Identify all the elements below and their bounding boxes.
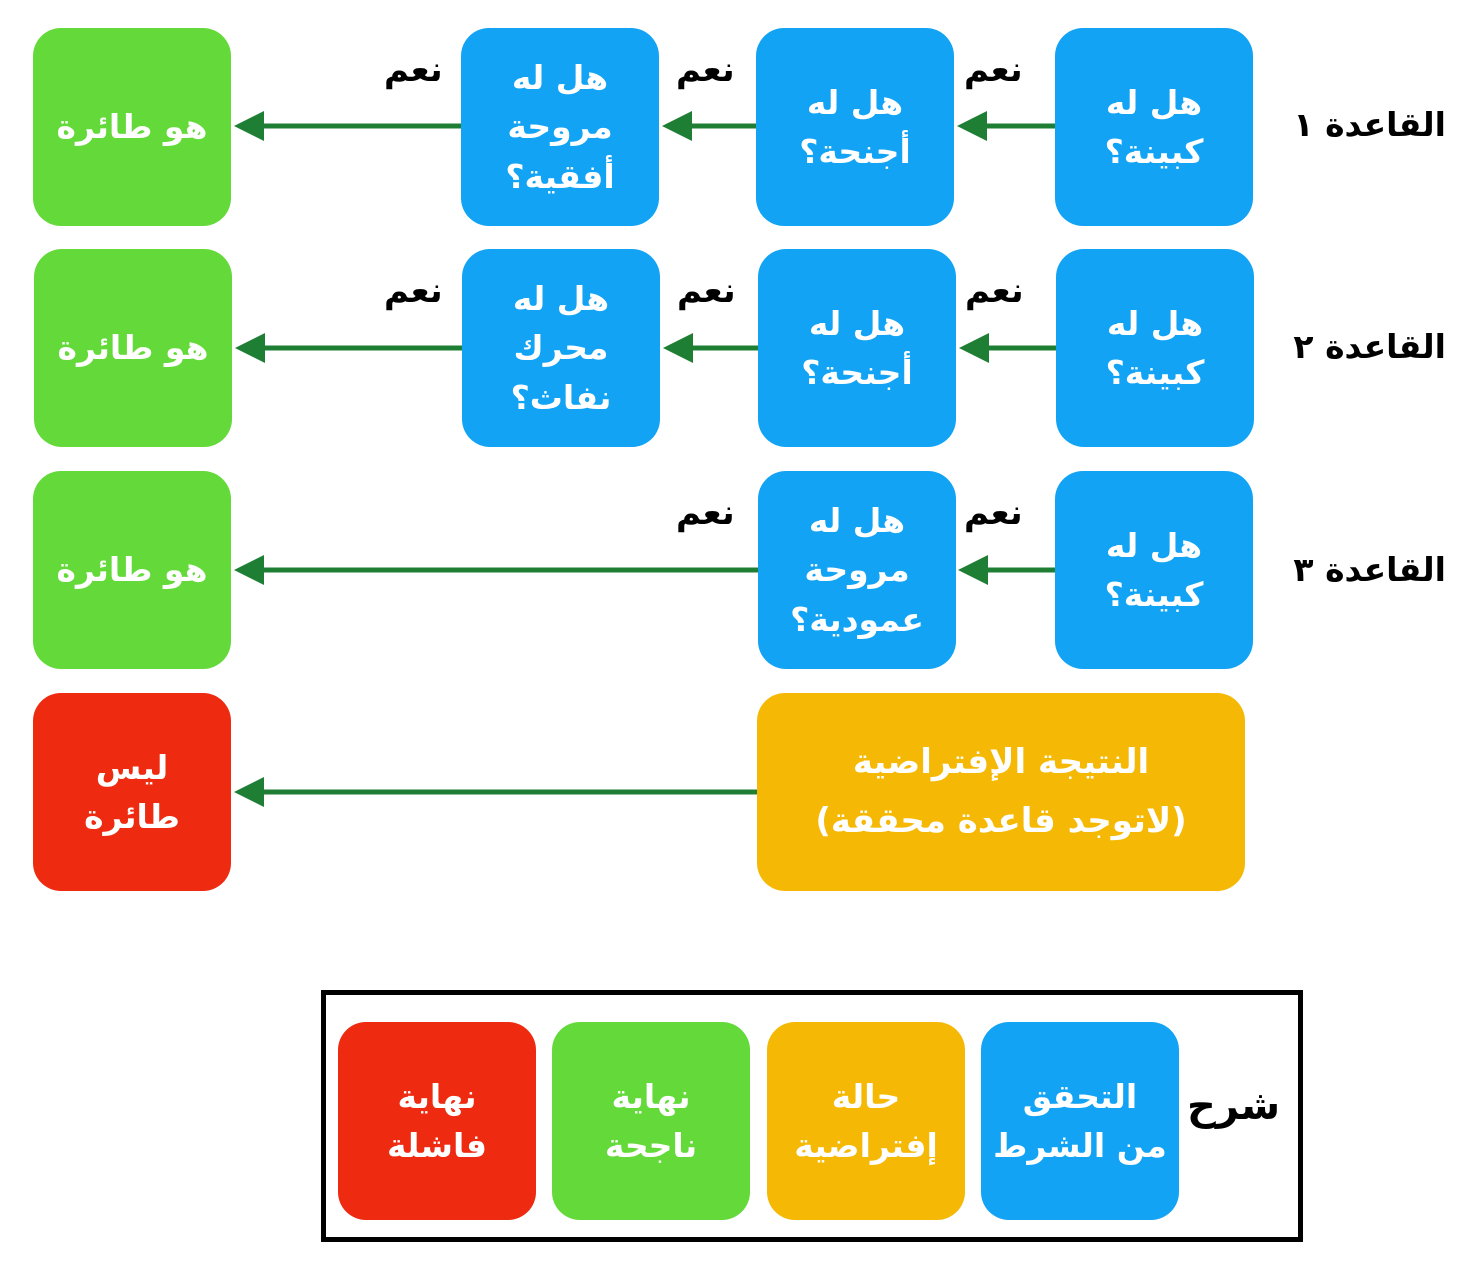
rule-2-yes-3: نعم (384, 271, 443, 311)
check-line: مروحة (507, 107, 613, 147)
arrow-head (663, 333, 693, 363)
arrow-head (235, 333, 265, 363)
rule-1-yes-3: نعم (384, 50, 443, 90)
result-line: طائرة (84, 797, 180, 836)
check-line: أجنحة؟ (801, 353, 913, 392)
check-line: هل له (1105, 525, 1203, 565)
legend-item-failure-end: نهاية فاشلة (338, 1022, 536, 1220)
legend-line: ناجحة (604, 1126, 698, 1165)
arrow-head (662, 111, 692, 141)
legend-line: نهاية (611, 1076, 691, 1116)
rule-2-check-cabin: هل له كبينة؟ (1056, 249, 1254, 447)
legend-line: من الشرط (993, 1126, 1167, 1165)
check-line: هل له (808, 500, 906, 540)
rule-3-check-cabin: هل له كبينة؟ (1055, 471, 1253, 669)
check-line: عمودية؟ (790, 599, 924, 639)
rule-1-result: هو طائرة (33, 28, 231, 226)
default-case-box: النتيجة الإفتراضية (لاتوجد قاعدة محققة) (757, 693, 1245, 891)
result-line: هو طائرة (56, 550, 208, 590)
rule-2-check-jet-engine: هل له محرك نفاث؟ (462, 249, 660, 447)
rule-1-check-wings: هل له أجنحة؟ (756, 28, 954, 226)
check-line: هل له (512, 278, 610, 318)
result-line: ليس (95, 747, 169, 787)
arrow-head (958, 555, 988, 585)
arrow-head (959, 333, 989, 363)
legend-line: إفتراضية (794, 1126, 938, 1165)
check-line: هل له (1106, 303, 1204, 343)
default-result-not-airplane: ليس طائرة (33, 693, 231, 891)
check-line: كبينة؟ (1105, 353, 1205, 392)
check-line: هل له (808, 303, 906, 343)
check-line: أفقية؟ (505, 156, 615, 196)
check-line: محرك (513, 328, 609, 368)
result-line: هو طائرة (57, 328, 209, 368)
check-line: نفاث؟ (510, 377, 612, 417)
check-line: كبينة؟ (1104, 132, 1204, 171)
rule-2-yes-1: نعم (965, 271, 1024, 311)
rule-2-result: هو طائرة (34, 249, 232, 447)
rule-1-label: القاعدة ١ (1293, 105, 1446, 144)
result-line: هو طائرة (56, 107, 208, 147)
legend-line: فاشلة (387, 1126, 487, 1165)
legend-frame (321, 990, 1303, 1242)
legend-item-condition-check: التحقق من الشرط (981, 1022, 1179, 1220)
rule-1-yes-2: نعم (676, 50, 735, 90)
rule-2-check-wings: هل له أجنحة؟ (758, 249, 956, 447)
rule-2-yes-2: نعم (677, 271, 736, 311)
check-line: هل له (806, 82, 904, 122)
check-line: مروحة (804, 550, 910, 590)
check-line: كبينة؟ (1104, 575, 1204, 614)
arrow-head (957, 111, 987, 141)
arrow-head (234, 555, 264, 585)
legend-line: نهاية (397, 1076, 477, 1116)
legend-line: حالة (831, 1076, 901, 1116)
legend-item-default-case: حالة إفتراضية (767, 1022, 965, 1220)
default-line: (لاتوجد قاعدة محققة) (815, 801, 1187, 841)
rule-3-yes-1: نعم (964, 493, 1023, 533)
default-line: النتيجة الإفتراضية (852, 741, 1150, 782)
check-line: هل له (1105, 82, 1203, 122)
rule-3-label: القاعدة ٣ (1293, 550, 1446, 589)
legend-item-success-end: نهاية ناجحة (552, 1022, 750, 1220)
arrow-head (234, 111, 264, 141)
check-line: أجنحة؟ (799, 132, 911, 171)
rule-3-result: هو طائرة (33, 471, 231, 669)
legend-title: شرح (1187, 1083, 1281, 1129)
rule-1-check-cabin: هل له كبينة؟ (1055, 28, 1253, 226)
rule-1-check-horizontal-propeller: هل له مروحة أفقية؟ (461, 28, 659, 226)
arrow-head (234, 777, 264, 807)
legend-line: التحقق (1022, 1076, 1138, 1116)
rule-3-yes-2: نعم (676, 493, 735, 533)
check-line: هل له (511, 57, 609, 97)
rule-1-yes-1: نعم (964, 50, 1023, 90)
rule-2-label: القاعدة ٢ (1293, 327, 1446, 366)
rule-3-check-vertical-propeller: هل له مروحة عمودية؟ (758, 471, 956, 669)
